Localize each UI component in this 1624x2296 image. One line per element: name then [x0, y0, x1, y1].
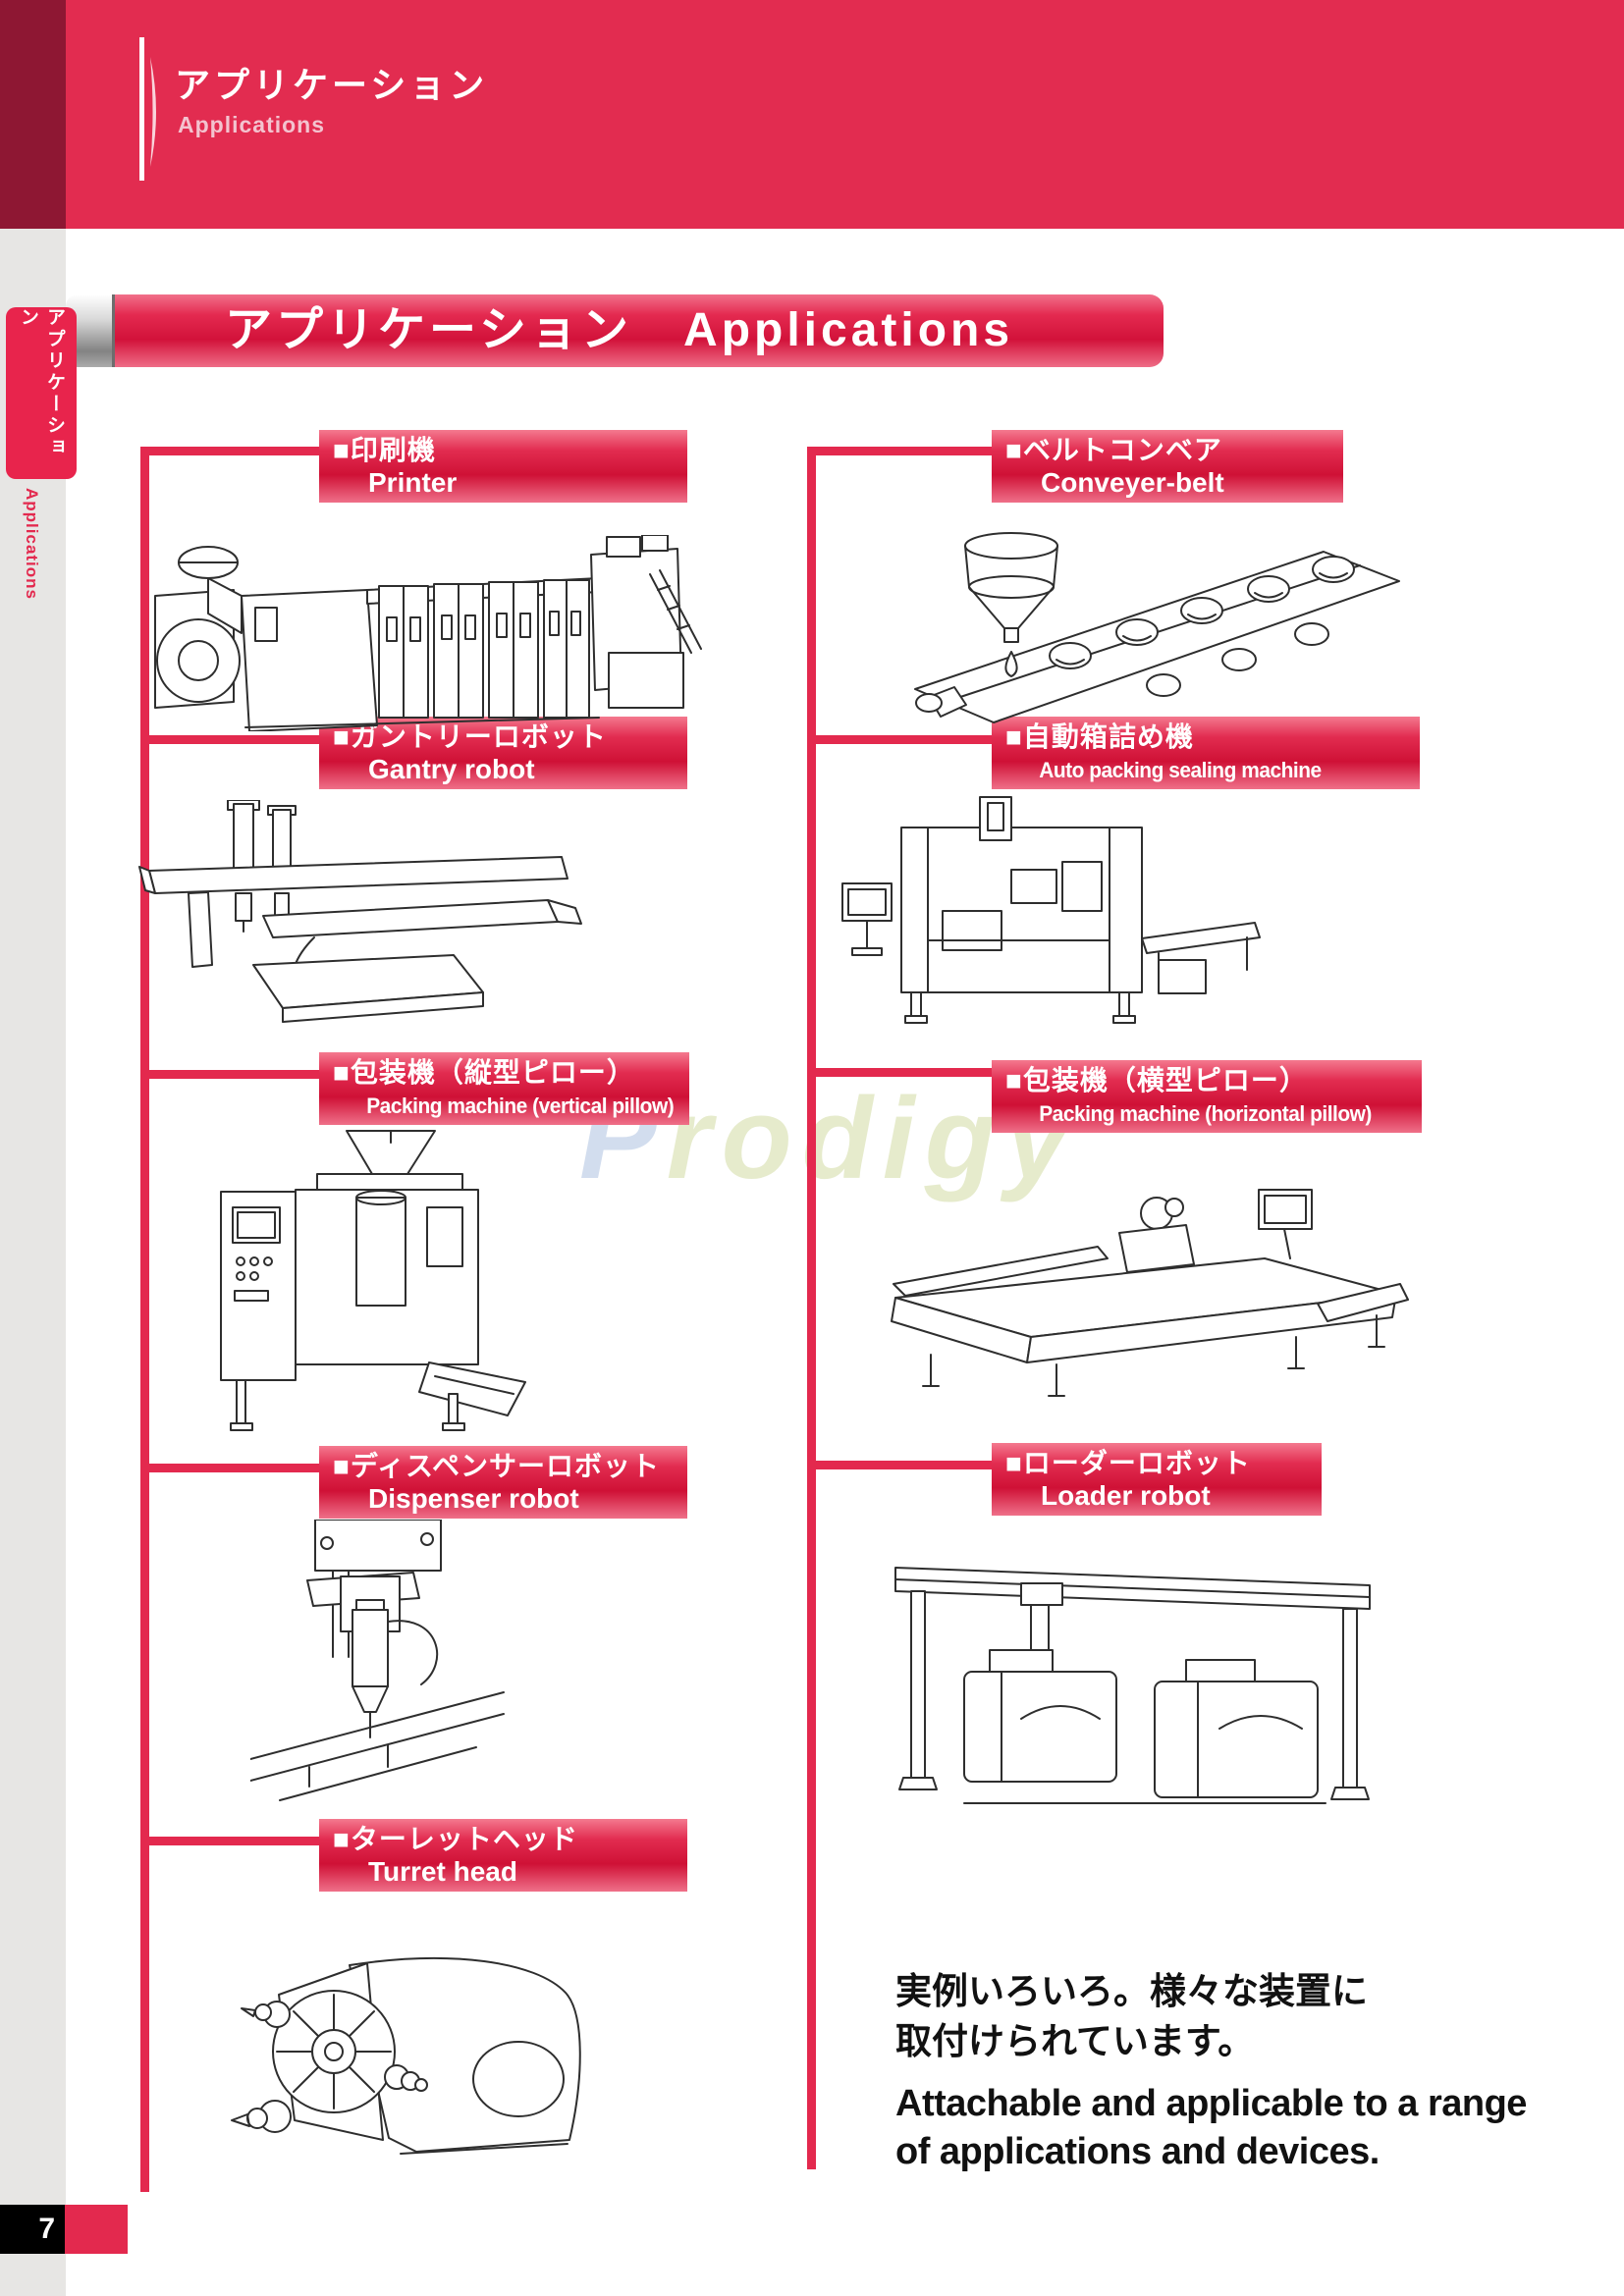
- section-title-jp: ■印刷機: [333, 435, 436, 465]
- note-jp-line2: 取付けられています。: [895, 2021, 1255, 2061]
- section-title-en: Packing machine (vertical pillow): [366, 1094, 675, 1118]
- tree-branch-printer: [140, 447, 327, 455]
- turret-head-illustration: [224, 1951, 597, 2163]
- section-header-dispenser: ■ディスペンサーロボット Dispenser robot: [319, 1446, 687, 1519]
- section-header-gantry: ■ガントリーロボット Gantry robot: [319, 717, 687, 789]
- gantry-robot-illustration: [137, 800, 589, 1041]
- note-en-line1: Attachable and applicable to a range: [895, 2083, 1527, 2124]
- section-header-vertical-pillow: ■包装機（縦型ピロー） Packing machine (vertical pi…: [319, 1052, 689, 1125]
- section-title-jp: ■包装機（横型ピロー）: [1005, 1065, 1308, 1095]
- top-band-dark-stripe: [0, 0, 66, 229]
- section-header-autopack: ■自動箱詰め機 Auto packing sealing machine: [992, 717, 1420, 789]
- section-title-en: Gantry robot: [368, 754, 535, 784]
- page-number-accent-block: [65, 2205, 128, 2254]
- section-title-en: Dispenser robot: [368, 1483, 579, 1514]
- sidebar-tab-applications: アプリケーション: [6, 307, 77, 479]
- tree-branch-gantry: [140, 735, 327, 744]
- tree-branch-conveyer: [807, 447, 1000, 455]
- title-accent-line: [139, 37, 144, 181]
- sidebar-tab-label-jp: アプリケーション: [18, 307, 65, 458]
- section-header-printer: ■印刷機 Printer: [319, 430, 687, 503]
- dispenser-illustration: [250, 1520, 506, 1804]
- autopack-illustration: [835, 793, 1267, 1043]
- section-title-en: Conveyer-belt: [1041, 467, 1224, 498]
- tree-branch-autopack: [807, 735, 1000, 744]
- section-title-jp: ■ベルトコンベア: [1005, 435, 1222, 465]
- horizontal-pillow-illustration: [874, 1168, 1414, 1414]
- tree-branch-loader: [807, 1461, 1000, 1469]
- page-title-jp: アプリケーション: [175, 65, 489, 105]
- top-band: [0, 0, 1624, 229]
- tree-branch-turret: [140, 1837, 327, 1845]
- section-title-jp: ■ローダーロボット: [1005, 1448, 1251, 1478]
- section-title-jp: ■ディスペンサーロボット: [333, 1451, 660, 1481]
- page-number: 7: [0, 2205, 65, 2254]
- tree-branch-dispenser: [140, 1464, 327, 1472]
- section-title-en: Auto packing sealing machine: [1039, 758, 1322, 782]
- tree-vline-left: [140, 447, 149, 2192]
- sidebar-vertical-label-en: Applications: [23, 488, 41, 601]
- section-header-conveyer: ■ベルトコンベア Conveyer-belt: [992, 430, 1343, 503]
- section-title-jp: ■包装機（縦型ピロー）: [333, 1057, 635, 1088]
- conveyer-illustration: [864, 530, 1404, 726]
- tree-vline-right: [807, 447, 816, 2169]
- section-title-en: Loader robot: [1041, 1480, 1211, 1511]
- section-title-en: Turret head: [368, 1856, 517, 1887]
- tree-branch-vertical-pillow: [140, 1070, 327, 1079]
- page-title-en: Applications: [178, 112, 326, 137]
- section-title-jp: ■自動箱詰め機: [1005, 721, 1194, 752]
- bottom-note: 実例いろいろ。様々な装置に 取付けられています。 Attachable and …: [895, 1966, 1527, 2176]
- title-accent-crescent-icon: [148, 57, 164, 167]
- note-jp-line1: 実例いろいろ。様々な装置に: [895, 1971, 1368, 2011]
- section-title-en: Printer: [368, 467, 458, 498]
- tree-branch-horizontal-pillow: [807, 1068, 1000, 1077]
- section-header-turret: ■ターレットヘッド Turret head: [319, 1819, 687, 1892]
- note-en-line2: of applications and devices.: [895, 2131, 1380, 2172]
- section-title-jp: ■ガントリーロボット: [333, 721, 607, 752]
- sidebar-strip: [0, 229, 66, 2296]
- banner-title: アプリケーション Applications: [115, 294, 1164, 367]
- printer-illustration: [147, 535, 707, 731]
- section-title-en: Packing machine (horizontal pillow): [1039, 1101, 1372, 1126]
- loader-robot-illustration: [874, 1526, 1404, 1811]
- section-title-jp: ■ターレットヘッド: [333, 1824, 578, 1854]
- section-header-horizontal-pillow: ■包装機（横型ピロー） Packing machine (horizontal …: [992, 1060, 1422, 1133]
- vertical-pillow-illustration: [201, 1129, 574, 1433]
- section-header-loader: ■ローダーロボット Loader robot: [992, 1443, 1322, 1516]
